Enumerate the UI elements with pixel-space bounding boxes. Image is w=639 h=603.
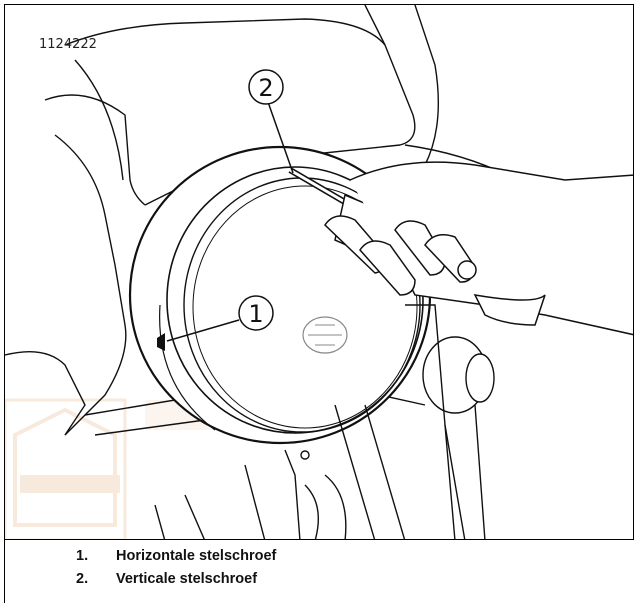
legend-number: 2. bbox=[76, 571, 88, 587]
legend-label: Verticale stelschroef bbox=[116, 571, 257, 587]
callout-1-number: 1 bbox=[248, 300, 263, 328]
left-border bbox=[4, 540, 5, 603]
figure-frame: 2 1 1124222 bbox=[4, 4, 634, 540]
headlamp-illustration: 2 1 bbox=[5, 5, 634, 540]
legend-number: 1. bbox=[76, 548, 88, 564]
legend-label: Horizontale stelschroef bbox=[116, 548, 276, 564]
figure-code: 1124222 bbox=[39, 37, 97, 52]
callout-2-number: 2 bbox=[258, 74, 273, 102]
